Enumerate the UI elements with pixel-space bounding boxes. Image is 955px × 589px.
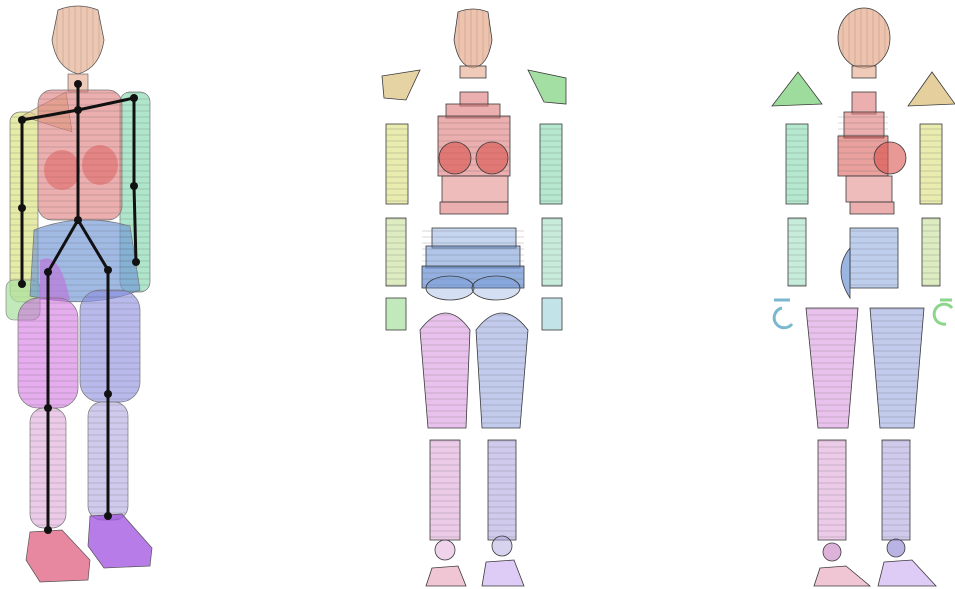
front-exploded-view bbox=[382, 9, 566, 586]
head-3d bbox=[52, 6, 104, 92]
arm-right-side bbox=[774, 124, 808, 328]
legs-front bbox=[420, 313, 528, 586]
arm-right-front bbox=[540, 124, 562, 330]
foot-right-3d bbox=[88, 514, 152, 568]
arm-left-front bbox=[386, 124, 408, 330]
shoulder-right-front bbox=[528, 70, 566, 104]
pelvis-front bbox=[422, 228, 524, 300]
legs-side bbox=[806, 308, 936, 586]
shoulder-left-front bbox=[382, 70, 420, 100]
leg-right-3d bbox=[80, 290, 140, 520]
foot-left-3d bbox=[26, 530, 90, 582]
pelvis-side bbox=[841, 228, 898, 298]
shoulder-left-side bbox=[908, 72, 955, 106]
head-front bbox=[454, 9, 492, 78]
head-side bbox=[838, 8, 890, 78]
torso-side bbox=[838, 92, 906, 214]
side-exploded-view bbox=[772, 8, 955, 586]
torso-front bbox=[438, 92, 510, 214]
shoulder-right-side bbox=[772, 72, 822, 106]
arm-left-side bbox=[920, 124, 952, 324]
3d-skeleton-view bbox=[6, 6, 152, 582]
